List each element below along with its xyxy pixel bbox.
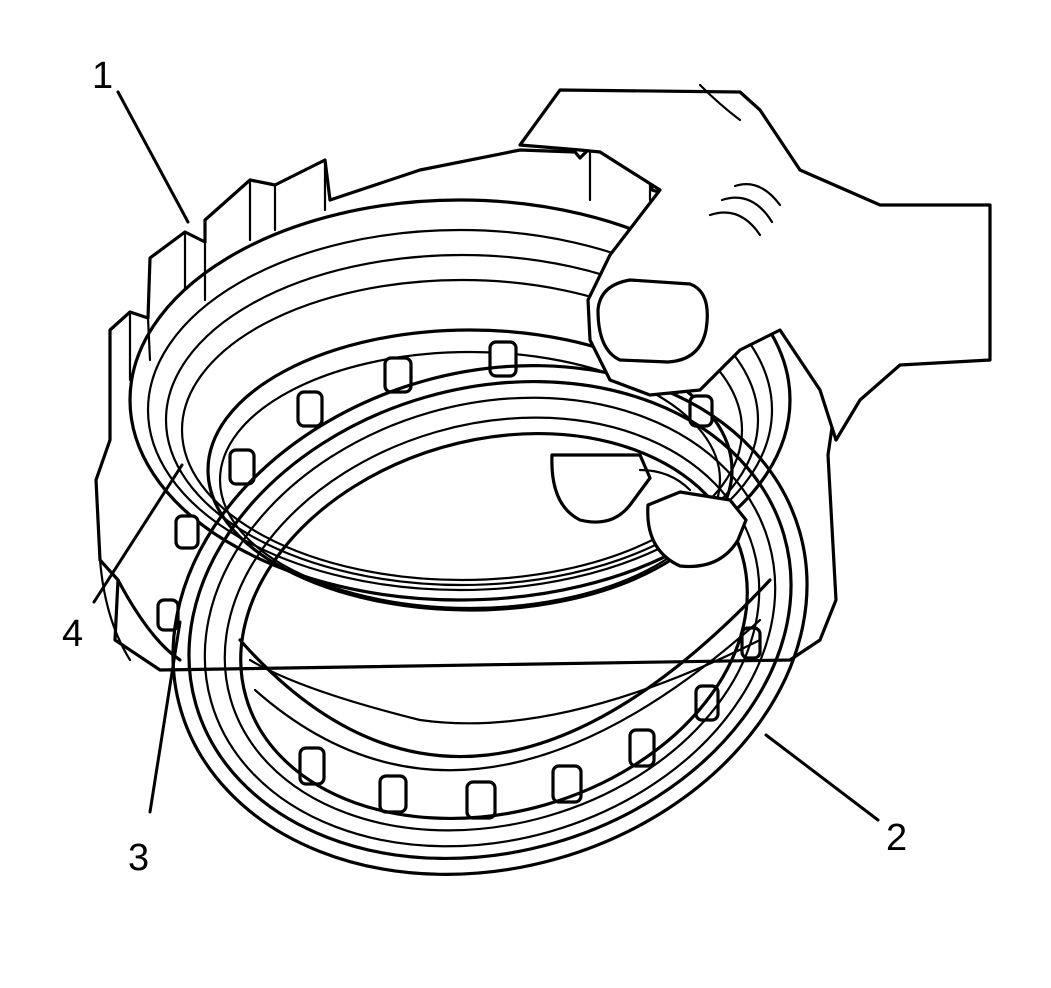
leader-1 (116, 90, 190, 224)
hand (518, 83, 992, 569)
callout-2: 2 (886, 817, 907, 859)
leader-lines (92, 90, 880, 822)
leader-2 (764, 733, 880, 822)
callout-labels: 1 2 3 4 (62, 55, 907, 879)
roller-cage (156, 328, 772, 820)
lower-rollers (298, 626, 762, 820)
callout-4: 4 (62, 613, 83, 655)
inner-ring-seal (171, 364, 809, 876)
callout-1: 1 (92, 55, 113, 97)
leader-3 (148, 620, 182, 814)
leader-4 (92, 463, 184, 604)
callout-3: 3 (128, 837, 149, 879)
